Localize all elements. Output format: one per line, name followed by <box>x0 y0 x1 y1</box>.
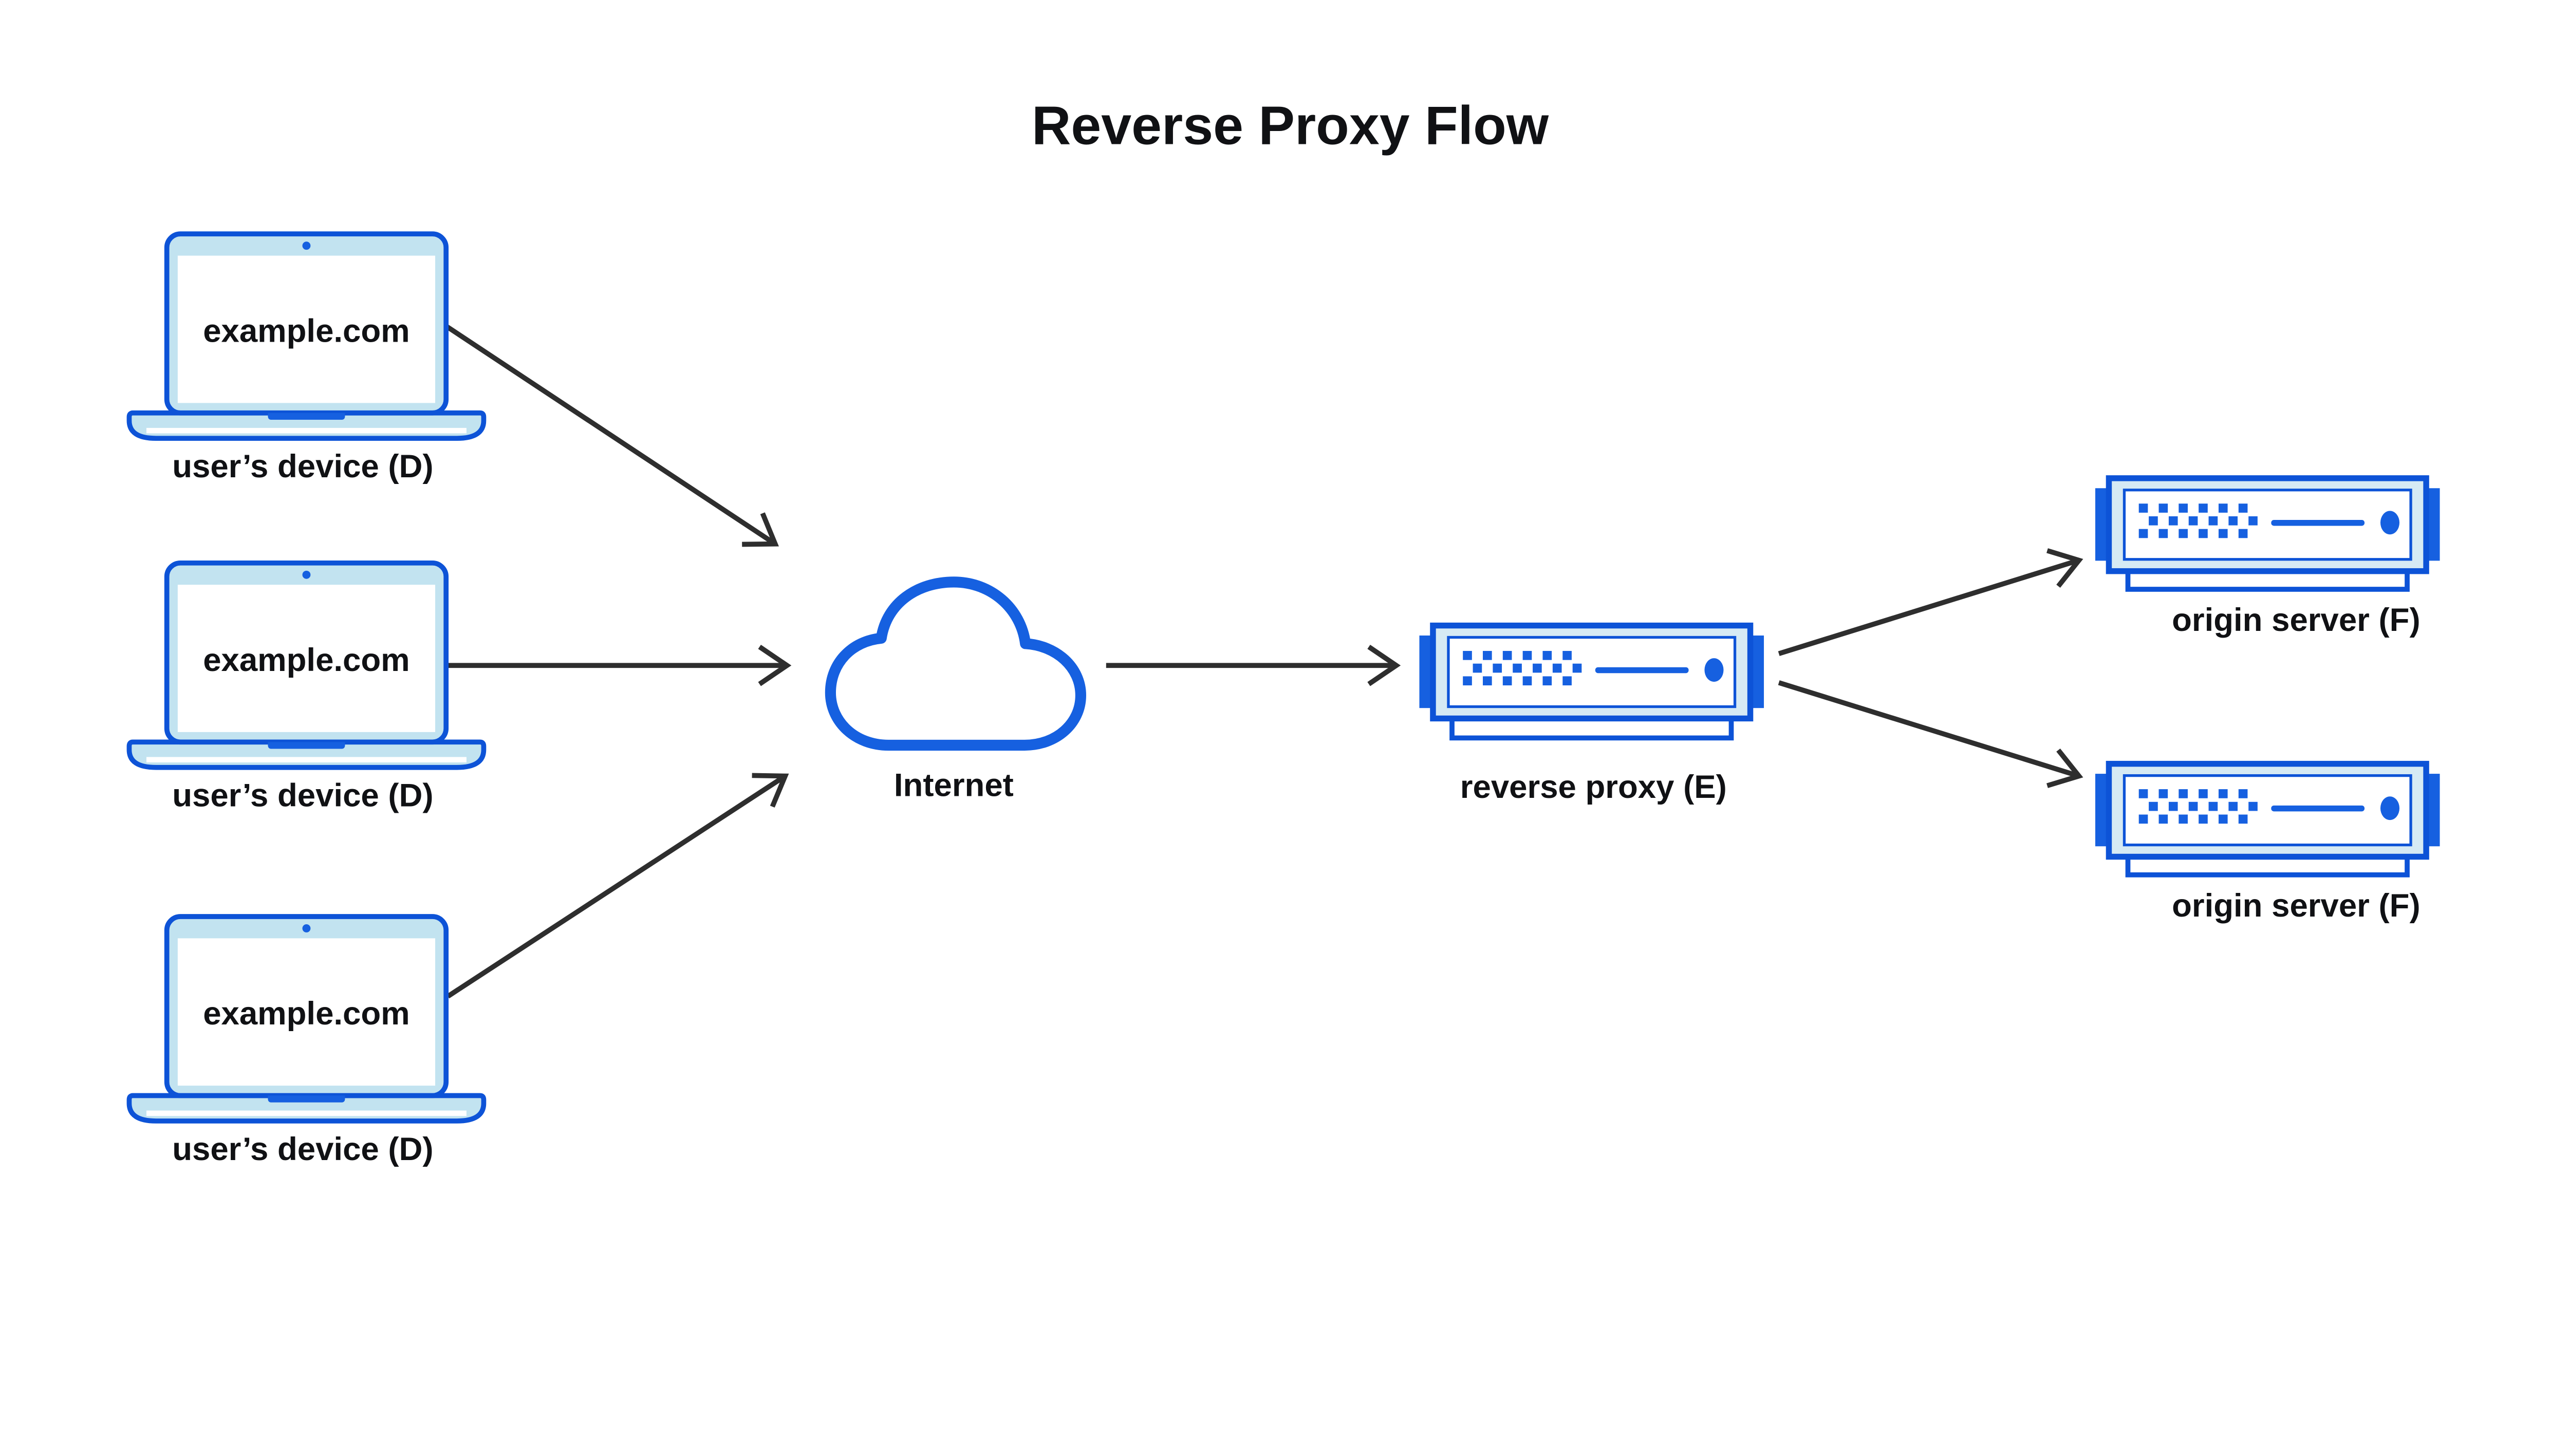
origin-server-1: origin server (F) <box>2095 475 2440 638</box>
device-label: user’s device (D) <box>172 1131 433 1167</box>
origin-server-label: origin server (F) <box>2172 887 2421 924</box>
server-slot-line <box>2271 519 2365 526</box>
flow-arrows <box>445 324 2083 999</box>
camera-dot-icon <box>302 241 311 250</box>
laptop-base-highlight <box>146 427 467 434</box>
server-face-panel <box>2123 489 2412 561</box>
arrow-device1-to-internet <box>445 324 779 547</box>
laptop-notch <box>268 413 345 420</box>
server-icon <box>1419 622 1764 741</box>
diagram-canvas: Reverse Proxy Flow example.com user’s de… <box>126 95 2440 1167</box>
internet-cloud: Internet <box>825 576 1086 803</box>
arrow-device3-to-internet <box>446 773 789 999</box>
origin-server-label: origin server (F) <box>2172 602 2421 638</box>
reverse-proxy-flow-diagram: Reverse Proxy Flow example.com user’s de… <box>126 95 2440 1167</box>
laptop-base-highlight <box>146 757 467 763</box>
device-screen-text: example.com <box>203 312 409 349</box>
arrow-proxy-to-origin1 <box>1778 548 2083 656</box>
reverse-proxy: reverse proxy (E) <box>1419 622 1764 805</box>
laptop-notch <box>268 742 345 749</box>
laptop-base-highlight <box>146 1110 467 1116</box>
laptop-screen <box>177 585 436 732</box>
laptop-screen <box>177 255 436 403</box>
server-power-dot <box>2380 796 2400 820</box>
device-label: user’s device (D) <box>172 448 433 484</box>
origin-server-2: origin server (F) <box>2095 760 2440 924</box>
server-slot-line <box>1595 667 1689 674</box>
user-device-2: example.com user’s device (D) <box>126 560 487 814</box>
laptop-notch <box>268 1095 345 1103</box>
user-device-3: example.com user’s device (D) <box>126 914 487 1167</box>
page-title: Reverse Proxy Flow <box>1032 96 1549 156</box>
device-screen-text: example.com <box>203 995 409 1032</box>
device-screen-text: example.com <box>203 642 409 678</box>
server-slot-line <box>2271 805 2365 812</box>
laptop-screen <box>177 938 436 1086</box>
laptop-icon <box>126 560 487 770</box>
user-device-1: example.com user’s device (D) <box>126 231 487 484</box>
server-power-dot <box>1704 658 1724 682</box>
laptop-icon <box>126 914 487 1124</box>
internet-label: Internet <box>894 767 1014 803</box>
server-face-panel <box>1447 636 1737 708</box>
server-face-panel <box>2123 774 2412 847</box>
server-icon <box>2095 475 2440 592</box>
arrow-proxy-to-origin2 <box>1778 680 2083 788</box>
camera-dot-icon <box>302 924 311 932</box>
server-icon <box>2095 760 2440 878</box>
reverse-proxy-label: reverse proxy (E) <box>1460 769 1727 805</box>
camera-dot-icon <box>302 570 311 579</box>
device-label: user’s device (D) <box>172 777 433 814</box>
server-power-dot <box>2380 511 2400 535</box>
cloud-icon <box>825 576 1086 751</box>
laptop-icon <box>126 231 487 441</box>
